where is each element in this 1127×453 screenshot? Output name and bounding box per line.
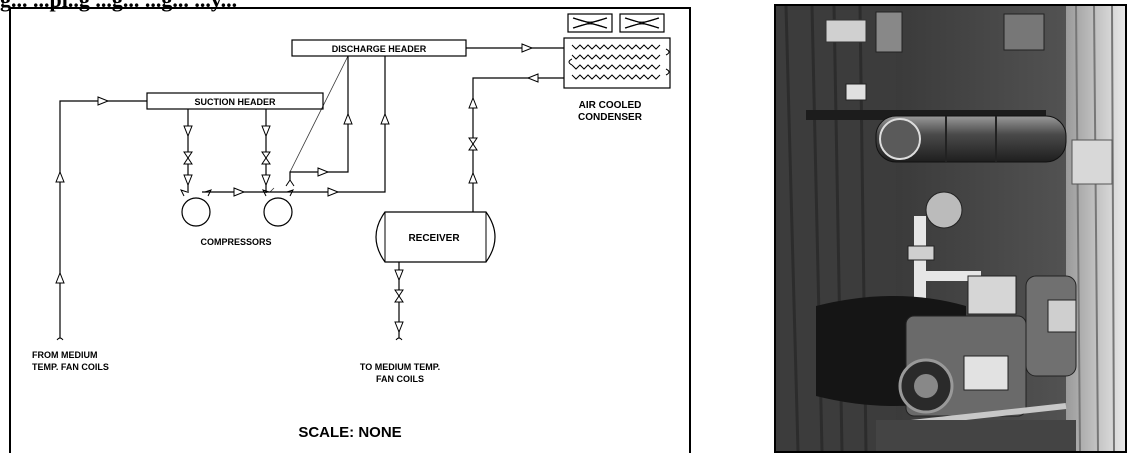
equipment-photo (774, 4, 1127, 453)
suction-return-line (59, 100, 147, 338)
liquid-supply-valve (394, 289, 404, 303)
compressors-label: COMPRESSORS (200, 237, 271, 247)
condenser-label-1: AIR COOLED (579, 100, 642, 111)
condenser-coil-3 (571, 64, 661, 70)
from-fan-coils-label-1: FROM MEDIUM (32, 350, 98, 360)
piping-diagram: DISCHARGE HEADER SUCTION HEADER AIR COOL… (9, 7, 691, 453)
suction-valve-2 (261, 151, 271, 165)
condenser-coil-4 (571, 74, 661, 80)
from-fan-coils-label-2: TEMP. FAN COILS (32, 362, 109, 372)
compressor-2 (262, 189, 294, 227)
condenser-to-receiver-line (472, 77, 564, 212)
discharge-header: DISCHARGE HEADER (291, 39, 467, 57)
receiver-label: RECEIVER (408, 233, 460, 244)
condenser-coil-1 (571, 44, 661, 50)
suction-header-label: SUCTION HEADER (194, 97, 276, 107)
to-fan-coils-label-2: FAN COILS (376, 374, 424, 384)
scale-label: SCALE: NONE (298, 424, 401, 441)
condenser-label-2: CONDENSER (578, 112, 643, 123)
diagram-frame (9, 7, 691, 453)
refrigeration-rack-photo (776, 6, 1125, 451)
air-cooled-condenser: AIR COOLED CONDENSER (563, 37, 671, 123)
compressor-1 (180, 189, 212, 227)
to-fan-coils-label-1: TO MEDIUM TEMP. (360, 362, 440, 372)
discharge-riser-2 (290, 56, 386, 193)
discharge-riser-1 (289, 56, 349, 180)
suction-header: SUCTION HEADER (146, 92, 324, 110)
discharge-header-label: DISCHARGE HEADER (332, 44, 427, 54)
condenser-coil-2 (571, 54, 661, 60)
suction-valve-1 (183, 151, 193, 165)
receiver: RECEIVER (375, 211, 496, 263)
liquid-line-valve (468, 137, 478, 151)
figure-title-cropped: g... ...pi..g ...g... ...g... ...y... (0, 0, 1127, 12)
condenser-fan-icons (567, 13, 665, 33)
